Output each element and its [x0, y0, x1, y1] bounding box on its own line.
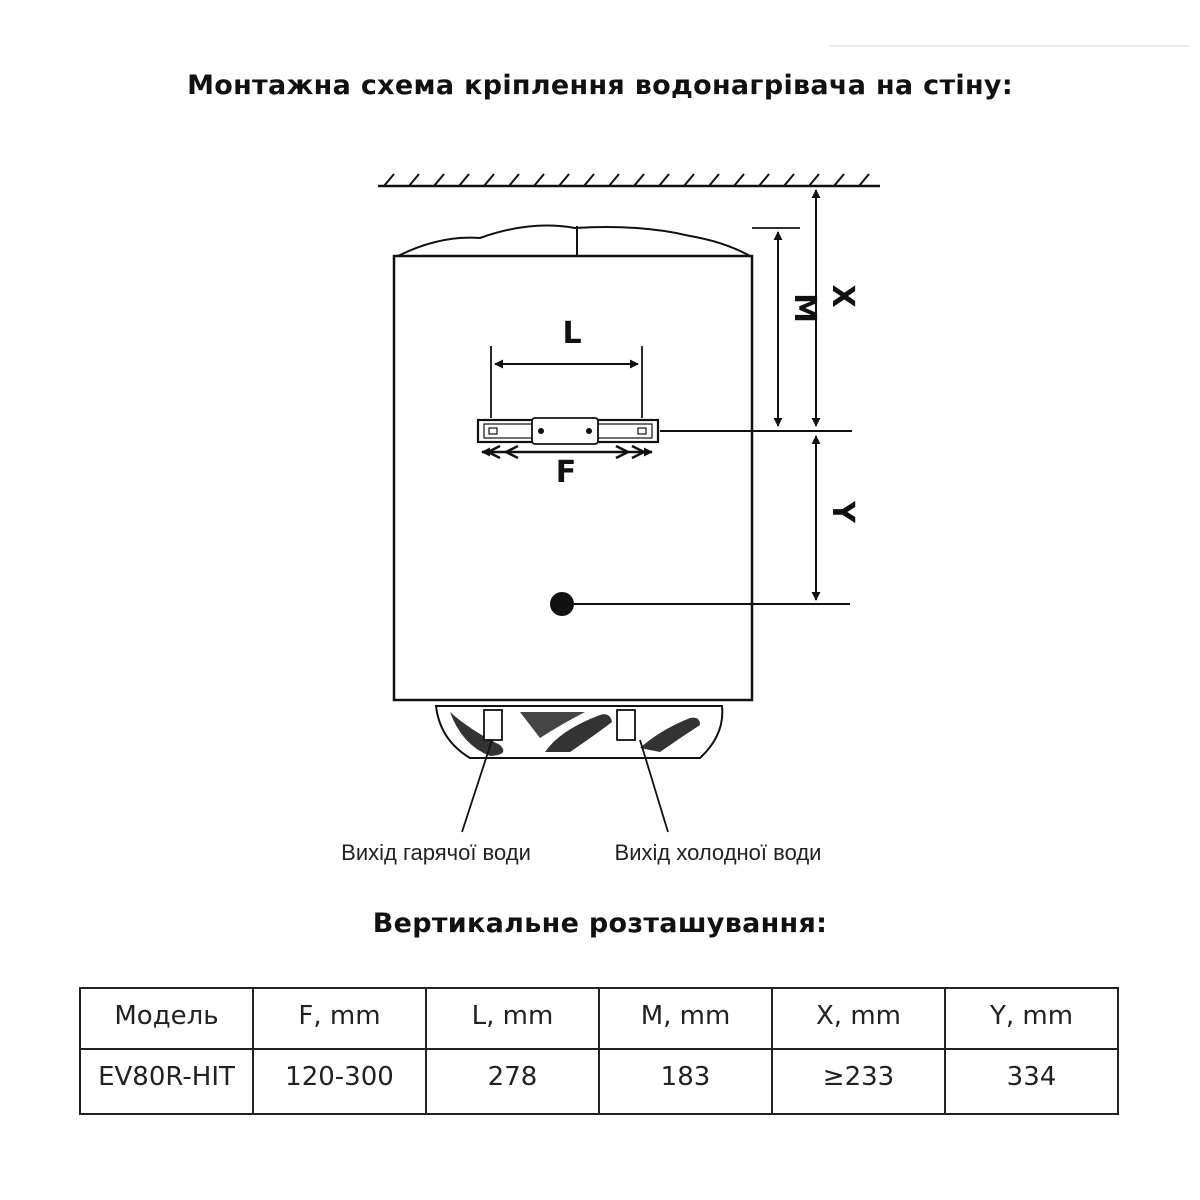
- ceiling-hatch: [758, 173, 770, 187]
- col-header-model: Модель: [79, 987, 254, 1050]
- table-header-row: Модель F, mm L, mm M, mm X, mm Y, mm: [79, 987, 1119, 1050]
- col-header-f: F, mm: [252, 987, 427, 1050]
- ceiling-hatch: [558, 173, 570, 187]
- table-row: EV80R-HIT 120-300 278 183 ≥233 334: [79, 1048, 1119, 1115]
- mounting-diagram: Вихід гарячої води Вихід холодної води L…: [341, 45, 1190, 865]
- ceiling-hatch: [533, 173, 545, 187]
- cell-x: ≥233: [771, 1048, 946, 1115]
- ceiling-hatch: [733, 173, 745, 187]
- col-header-m: M, mm: [598, 987, 773, 1050]
- section-subtitle: Вертикальне розташування:: [372, 908, 828, 939]
- cell-f: 120-300: [252, 1048, 427, 1115]
- mounting-bracket: [476, 417, 660, 445]
- ceiling-hatch: [458, 173, 470, 187]
- ceiling-hatch: [708, 173, 720, 187]
- ceiling-hatch: [833, 173, 845, 187]
- ceiling-hatch: [858, 173, 870, 187]
- y-label: Y: [825, 500, 860, 524]
- hot-outlet-label: Вихід гарячої води: [341, 840, 531, 865]
- ceiling-hatch: [383, 173, 395, 187]
- l-label: L: [562, 316, 581, 351]
- col-header-y: Y, mm: [944, 987, 1119, 1050]
- col-header-l: L, mm: [425, 987, 600, 1050]
- ceiling-hatch: [658, 173, 670, 187]
- heater-top-cap: [397, 224, 754, 257]
- hot-outlet-pipe: [483, 709, 503, 741]
- ceiling-hatch: [783, 173, 795, 187]
- ceiling: [378, 173, 880, 188]
- ceiling-hatch: [508, 173, 520, 187]
- cell-l: 278: [425, 1048, 600, 1115]
- x-label: X: [825, 284, 860, 307]
- ceiling-hatch: [633, 173, 645, 187]
- heater-bottom-cap: [434, 705, 724, 759]
- cell-y: 334: [944, 1048, 1119, 1115]
- cold-outlet-pipe: [616, 709, 636, 741]
- dimensions-table: Модель F, mm L, mm M, mm X, mm Y, mm EV8…: [79, 987, 1119, 1115]
- page-title: Монтажна схема кріплення водонагрівача н…: [187, 70, 1013, 101]
- connection-point: [550, 592, 574, 616]
- col-header-x: X, mm: [771, 987, 946, 1050]
- cell-m: 183: [598, 1048, 773, 1115]
- ceiling-hatch: [583, 173, 595, 187]
- ceiling-hatch: [808, 173, 820, 187]
- ceiling-hatch: [683, 173, 695, 187]
- cold-outlet-label: Вихід холодної води: [615, 840, 822, 865]
- ceiling-hatch: [408, 173, 420, 187]
- ceiling-hatch: [608, 173, 620, 187]
- ceiling-hatch: [433, 173, 445, 187]
- f-label: F: [556, 455, 577, 490]
- heater-body: [392, 254, 754, 702]
- cell-model: EV80R-HIT: [79, 1048, 254, 1115]
- ceiling-hatch: [483, 173, 495, 187]
